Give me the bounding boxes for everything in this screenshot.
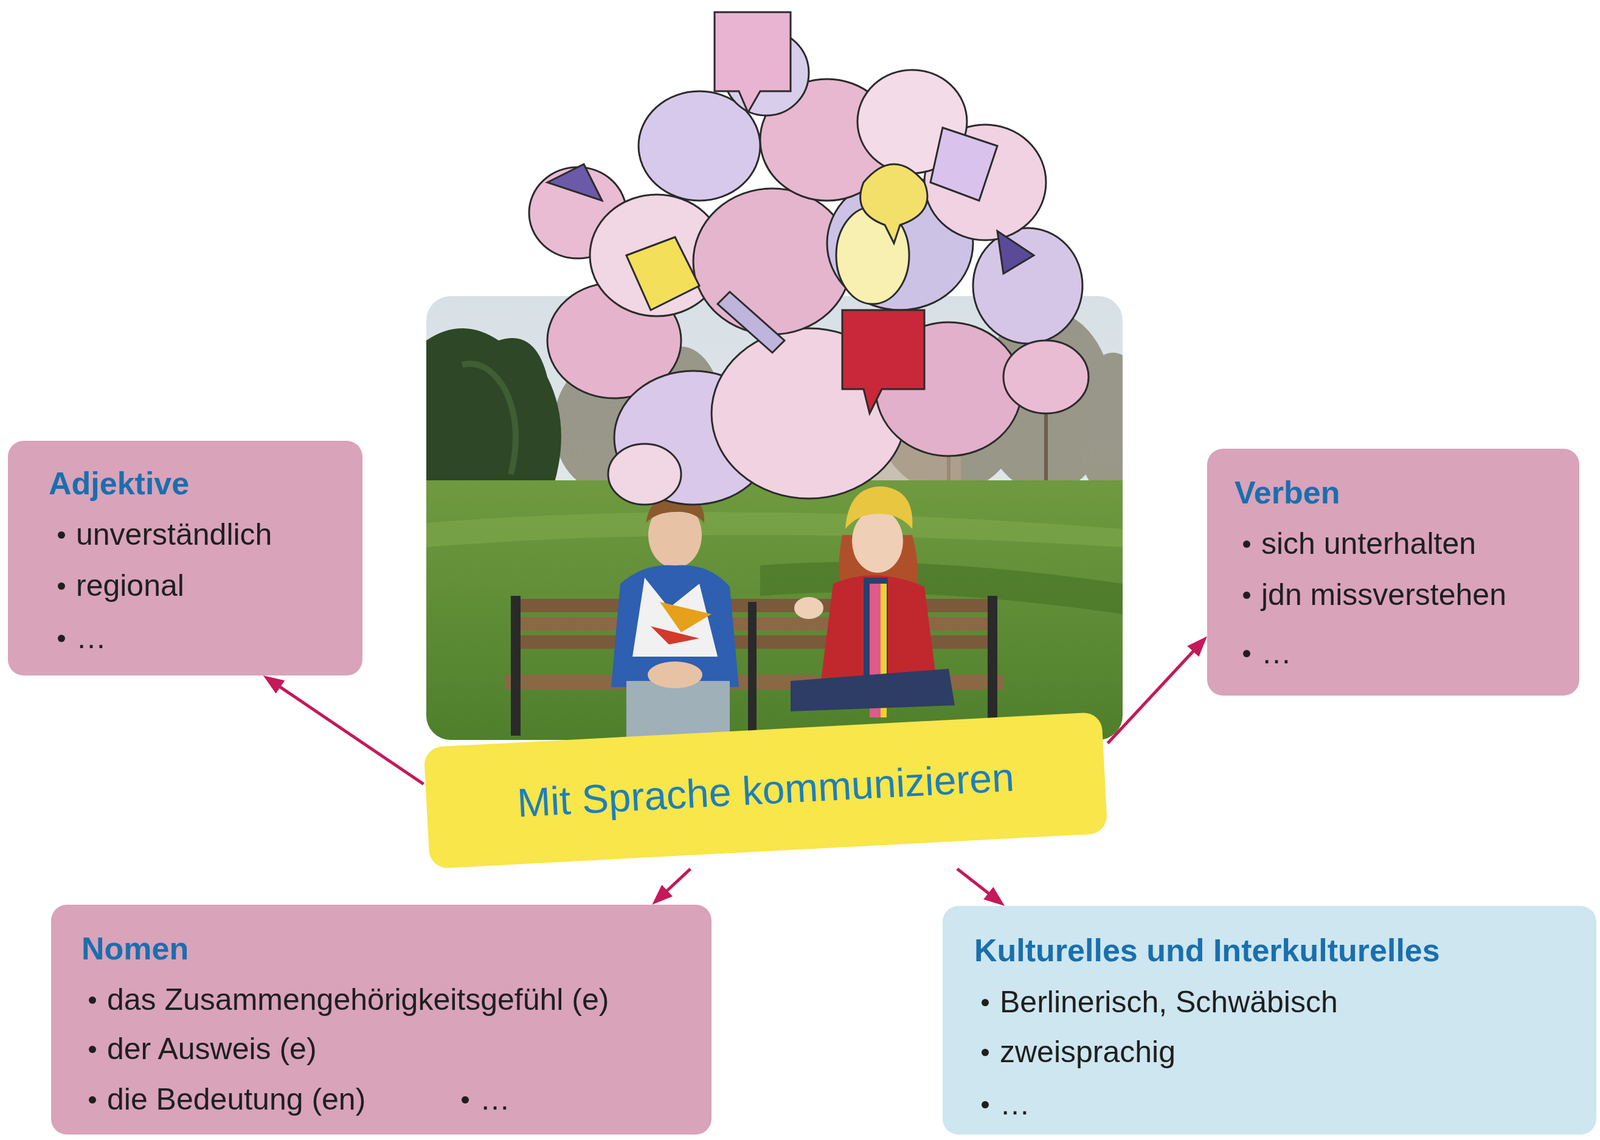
bullet-dot (57, 634, 66, 643)
category-heading: Nomen (81, 929, 189, 968)
boy-figure (611, 495, 739, 741)
vocabulary-item: unverständlich (76, 516, 272, 553)
connector-arrow (651, 869, 691, 905)
vocabulary-item: … (999, 1086, 1031, 1123)
speech-bubbles (529, 12, 1089, 505)
bullet-dot (57, 531, 66, 539)
culture-box: Kulturelles und InterkulturellesBerliner… (942, 906, 1597, 1135)
vocabulary-item: sich unterhalten (1261, 525, 1476, 562)
bullet-dot (981, 1049, 989, 1057)
vocabulary-item: die Bedeutung (en) (107, 1081, 366, 1118)
category-heading: Verben (1234, 473, 1340, 512)
vocabulary-item: zweisprachig (999, 1033, 1176, 1071)
bullet-dot (1243, 540, 1251, 548)
connector-line (278, 685, 424, 785)
bullet-dot (88, 1045, 97, 1054)
bullet-dot (88, 1096, 97, 1104)
vocabulary-item: … (76, 619, 107, 657)
vocabulary-item: … (1261, 634, 1292, 672)
category-heading: Kulturelles und Interkulturelles (974, 931, 1441, 970)
bullet-dot (981, 999, 989, 1007)
arrow-head (651, 884, 673, 905)
bullet-dot (461, 1096, 469, 1104)
park-photo (426, 296, 1123, 741)
connector-arrow (263, 675, 424, 785)
connector-line (665, 869, 691, 893)
vocabulary-box: Verben sich unterhalten jdn missverstehen … (1207, 448, 1580, 696)
connector-line (1107, 650, 1195, 744)
vocabulary-item: Berlinerisch, Schwäbisch (999, 983, 1338, 1021)
vocabulary-box: Adjektive unverständlich regional … (7, 440, 363, 676)
vocabulary-item: jdn missverstehen (1261, 576, 1507, 613)
category-heading: Adjektive (48, 464, 190, 503)
vocabulary-item: … (479, 1081, 511, 1118)
bullet-dot (981, 1101, 989, 1109)
vocabulary-item: der Ausweis (e) (107, 1030, 317, 1068)
bullet-dot (1243, 650, 1251, 658)
vocabulary-item: regional (76, 567, 185, 604)
arrow-head (263, 675, 285, 694)
connector-arrow (1107, 636, 1208, 744)
bullet-dot (88, 996, 97, 1005)
vocabulary-item: das Zusammengehörigkeitsgefühl (e) (107, 981, 609, 1019)
girl-figure (790, 486, 955, 718)
bullet-dot (1243, 591, 1251, 600)
arrow-head (1187, 636, 1208, 658)
arrow-head (983, 887, 1005, 907)
bullet-dot (57, 582, 66, 590)
connector-arrow (957, 869, 1005, 907)
connector-line (957, 869, 991, 895)
vocabulary-box: Nomen das Zusammengehörigkeitsgefühl (e) d… (51, 904, 712, 1135)
topic-title: Mit Sprache kommunizieren (515, 753, 1015, 828)
